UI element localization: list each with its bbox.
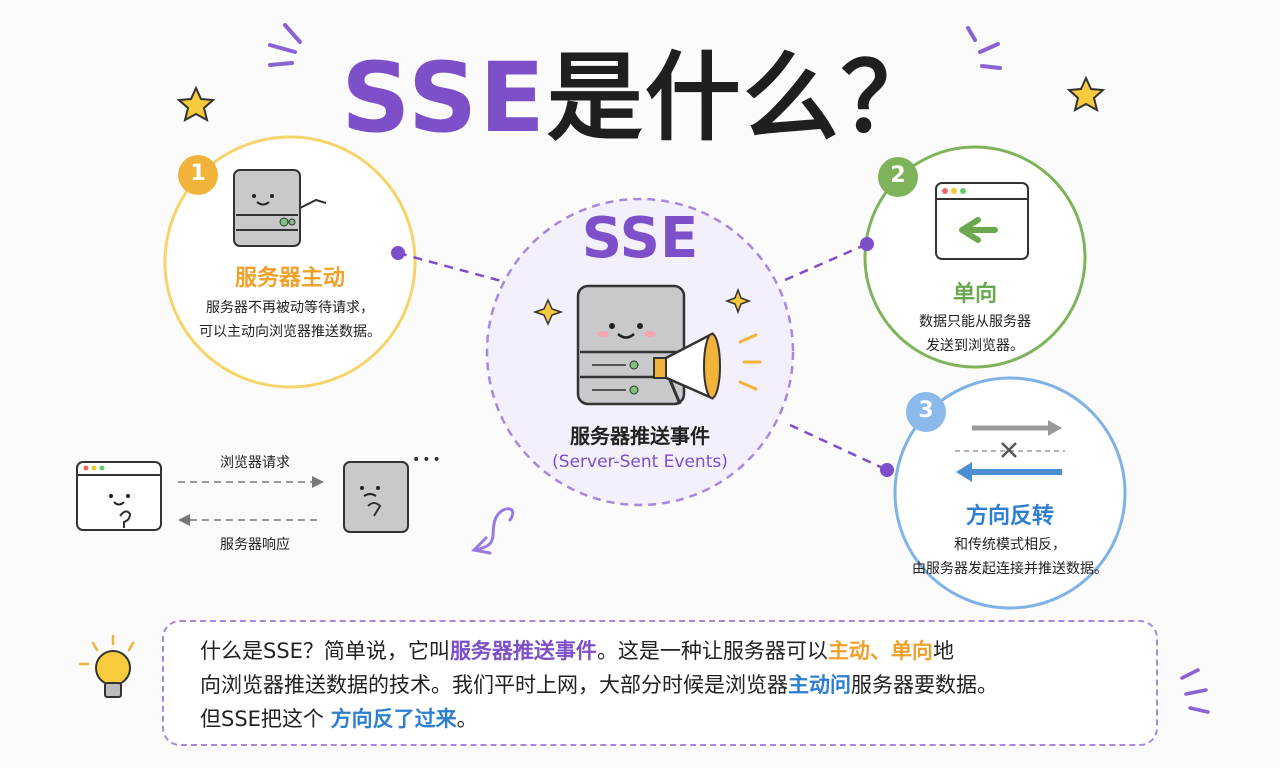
arrows-icon	[955, 420, 1065, 482]
badge-3-number: 3	[918, 398, 934, 423]
summary-text: 。这是一种让服务器可以	[596, 639, 828, 663]
summary-text: 但SSE把这个	[200, 707, 331, 731]
center-label: SSE	[581, 206, 699, 271]
summary-highlight: 单向	[890, 639, 933, 663]
page-title-sse: SSE	[341, 42, 547, 154]
summary-highlight: 服务器推送事件	[449, 639, 597, 663]
node-3-title: 方向反转	[965, 504, 1054, 529]
summary-highlight: 方向反了过来	[330, 707, 457, 731]
node-2-title: 单向	[952, 282, 997, 307]
response-arrow	[178, 514, 322, 526]
ellipsis-icon: •••	[412, 452, 443, 468]
summary-text: 地	[932, 639, 954, 663]
summary-highlight: 主动	[827, 639, 870, 663]
node-1-desc-line2: 可以主动向浏览器推送数据。	[199, 324, 381, 340]
connector-dot-2	[860, 237, 874, 251]
response-label: 服务器响应	[220, 537, 290, 553]
badge-1-icon	[178, 155, 218, 195]
node-3-desc-line2: 由服务器发起连接并推送数据。	[912, 561, 1108, 577]
connector-dot-1	[391, 246, 405, 260]
traditional-server-icon	[343, 461, 409, 533]
connector-lines	[397, 242, 888, 472]
curved-arrow-icon	[470, 507, 515, 555]
summary-text: 向浏览器推送数据的技术。我们平时上网，大部分时候是浏览器	[200, 673, 788, 697]
badge-2-icon	[878, 157, 918, 197]
center-name-en: (Server-Sent Events)	[552, 452, 728, 472]
badge-2-number: 2	[890, 163, 906, 188]
node-3-circle	[893, 376, 1127, 610]
page-title-suffix: 是什么？	[546, 42, 939, 154]
star-left-icon	[176, 85, 216, 122]
node-1-title: 服务器主动	[234, 266, 345, 291]
summary-box: 什么是SSE？简单说，它叫服务器推送事件。这是一种让服务器可以主动、单向地 向浏…	[162, 620, 1158, 746]
sparkle-center-right-icon	[724, 287, 752, 315]
request-label: 浏览器请求	[220, 455, 290, 471]
summary-text: 服务器要数据。	[851, 673, 998, 697]
browser-window-icon	[935, 182, 1029, 260]
summary-highlight: 、	[869, 639, 891, 663]
page-title: SSE是什么？	[0, 20, 1280, 159]
badge-3-icon	[906, 392, 946, 432]
node-3-desc-line1: 和传统模式相反，	[954, 537, 1066, 553]
server-icon	[233, 169, 327, 247]
summary-line-3: 但SSE把这个 方向反了过来。	[200, 703, 478, 735]
star-right-icon	[1066, 75, 1106, 112]
node-2-desc-line2: 发送到浏览器。	[926, 338, 1024, 354]
sparkle-lines-bottom-right-icon	[1180, 668, 1210, 714]
node-1-desc-line1: 服务器不再被动等待请求，	[206, 300, 374, 316]
sparkle-center-left-icon	[532, 298, 564, 326]
node-2-desc-line1: 数据只能从服务器	[919, 314, 1031, 330]
summary-line-2: 向浏览器推送数据的技术。我们平时上网，大部分时候是浏览器主动问服务器要数据。	[200, 669, 998, 701]
summary-line-1: 什么是SSE？简单说，它叫服务器推送事件。这是一种让服务器可以主动、单向地	[200, 635, 954, 667]
sparkle-lines-right-icon	[966, 26, 1002, 70]
summary-text: 。	[456, 707, 478, 731]
summary-highlight: 主动问	[788, 673, 851, 697]
megaphone-server-icon	[576, 284, 762, 406]
center-name-cn: 服务器推送事件	[570, 424, 710, 448]
traditional-browser-icon	[76, 461, 162, 531]
badge-1-number: 1	[190, 161, 206, 186]
summary-text: 什么是SSE？简单说，它叫	[200, 639, 450, 663]
node-1-circle	[163, 135, 417, 389]
request-arrow	[178, 476, 324, 488]
sparkle-lines-left-icon	[268, 23, 302, 67]
connector-dot-3	[880, 463, 894, 477]
lightbulb-icon	[78, 634, 135, 698]
